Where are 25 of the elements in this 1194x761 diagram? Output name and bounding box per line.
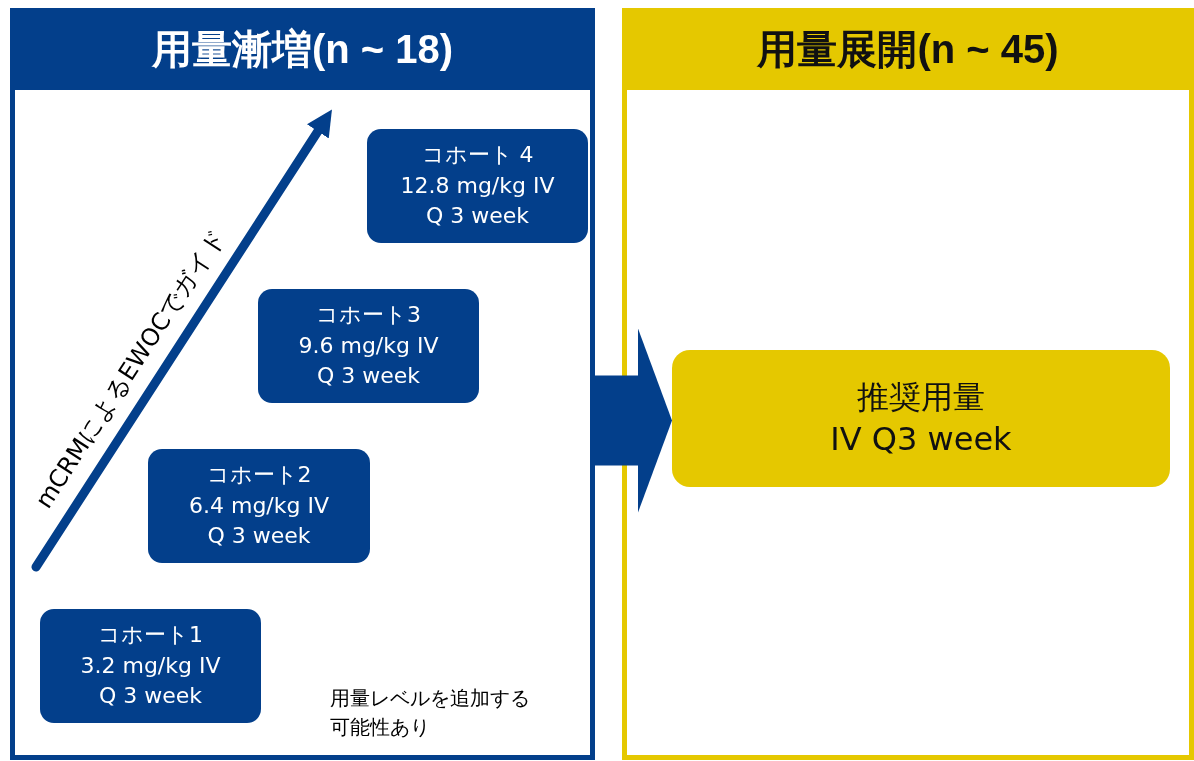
- cohort-title: コホート2: [206, 461, 312, 490]
- note-text: 用量レベルを追加する可能性あり: [330, 685, 531, 741]
- recommended-dose-box: [672, 350, 1170, 487]
- panel: [10, 8, 595, 760]
- cohort-box: [258, 289, 479, 403]
- dose-text: Q 3 week: [98, 682, 203, 711]
- box-title: 推奨用量: [857, 376, 985, 418]
- dose-text: IV Q3 week: [830, 418, 1012, 460]
- panel-title: 用量漸増(n ~ 18): [151, 25, 454, 73]
- arrow: [595, 328, 672, 513]
- dose-text: Q 3 week: [207, 522, 311, 551]
- cohort-title: コホート1: [98, 621, 203, 650]
- cohort-title: コホート3: [316, 301, 421, 330]
- dose-text: 12.8 mg/kg IV: [400, 171, 555, 200]
- cohort-box: [148, 449, 370, 563]
- cohort-title: コホート 4: [421, 141, 534, 170]
- dose-text: Q 3 week: [316, 362, 421, 391]
- cohort-box: [40, 609, 261, 723]
- dose-text: 6.4 mg/kg IV: [189, 491, 329, 520]
- dose-text: 9.6 mg/kg IV: [298, 331, 439, 360]
- panel-title: 用量展開(n ~ 45): [757, 25, 1059, 73]
- cohort-box: [367, 129, 588, 243]
- dose-text: 3.2 mg/kg IV: [80, 651, 221, 680]
- panel: [622, 8, 1194, 760]
- dose-text: Q 3 week: [425, 202, 530, 231]
